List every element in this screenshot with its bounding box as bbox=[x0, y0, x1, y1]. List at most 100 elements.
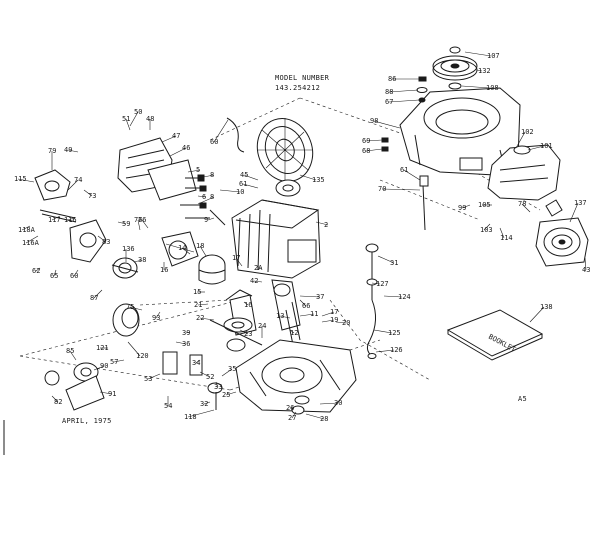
callout-leader-line bbox=[388, 99, 420, 103]
callout-leader-line bbox=[279, 315, 291, 319]
part-number-label: 76 bbox=[134, 216, 142, 224]
part-number-label: 132 bbox=[478, 67, 491, 75]
callout-leader-line bbox=[499, 227, 505, 239]
part-callout: 36 bbox=[175, 340, 190, 348]
part-number-label: 65 bbox=[50, 272, 58, 280]
callout-leader-line bbox=[197, 174, 215, 179]
callout-leader-line bbox=[365, 139, 383, 142]
part-callout: 117 bbox=[48, 215, 61, 224]
part-number-label: 31 bbox=[390, 259, 398, 267]
part-number-label: 78 bbox=[518, 200, 526, 208]
part-number-label: 62 bbox=[32, 267, 40, 275]
part-number-label: 88 bbox=[385, 88, 393, 96]
part-number-label: 61 bbox=[239, 180, 247, 188]
valve-parts bbox=[180, 174, 226, 226]
part-callout: 5 bbox=[187, 166, 200, 174]
part-number-label: 135 bbox=[312, 176, 325, 184]
part-number-label: 107 bbox=[487, 52, 500, 60]
part-number-label: 33 bbox=[214, 383, 222, 391]
part-callout: 13 bbox=[276, 312, 291, 320]
part-callout: 23 bbox=[239, 329, 252, 338]
part-number-label: 25 bbox=[222, 391, 230, 399]
part-callout: 61 bbox=[239, 180, 259, 189]
part-callout: 126 bbox=[375, 346, 403, 354]
part-callout: 42 bbox=[250, 277, 263, 285]
lower-left-parts bbox=[44, 303, 140, 411]
part-number-label: 52 bbox=[206, 373, 214, 381]
part-callout: 51 bbox=[122, 115, 131, 131]
callout-leader-line bbox=[175, 341, 187, 345]
blower-housing bbox=[399, 87, 521, 176]
callout-leader-line bbox=[483, 223, 491, 231]
callout-leader-line bbox=[371, 282, 381, 285]
callout-leader-line bbox=[299, 299, 307, 307]
callout-leader-line bbox=[197, 196, 215, 205]
callout-leader-line bbox=[51, 395, 59, 403]
part-number-label: 118A bbox=[18, 226, 36, 234]
callout-leader-line bbox=[97, 235, 107, 243]
engine-block bbox=[231, 199, 321, 279]
callout-leader-line bbox=[67, 179, 79, 191]
part-callout: 90 bbox=[93, 362, 108, 371]
part-number-label: 14 bbox=[178, 244, 186, 252]
part-number-label: 85 bbox=[66, 347, 74, 355]
callout-leader-line bbox=[129, 306, 143, 311]
flywheel bbox=[256, 118, 314, 197]
callout-leader-line bbox=[243, 174, 259, 181]
callout-leader-line bbox=[584, 257, 587, 271]
part-number-label: 137 bbox=[574, 199, 587, 207]
part-callout: 45 bbox=[240, 171, 259, 181]
callout-leader-line bbox=[377, 255, 395, 264]
part-number-label: 86 bbox=[388, 75, 396, 83]
part-number-label: 69 bbox=[362, 137, 370, 145]
part-number-label: 61 bbox=[400, 166, 408, 174]
part-number-label: 6 bbox=[202, 193, 206, 201]
part-callout: 118 bbox=[184, 409, 215, 421]
part-number-label: 121 bbox=[96, 344, 109, 352]
part-number-label: 103 bbox=[480, 226, 493, 234]
part-callout: 30 bbox=[319, 399, 342, 407]
part-callout: 85 bbox=[66, 347, 77, 361]
callout-leader-line bbox=[93, 289, 103, 299]
callout-leader-line bbox=[155, 311, 161, 319]
part-callout: 68 bbox=[362, 147, 383, 155]
part-number-label: 16 bbox=[160, 266, 168, 274]
part-number-label: 5 bbox=[196, 166, 200, 174]
callout-leader-line bbox=[375, 349, 395, 353]
part-number-label: 125 bbox=[388, 329, 401, 337]
callout-leader-line bbox=[221, 368, 233, 377]
callout-leader-line bbox=[199, 317, 215, 321]
callout-leader-line bbox=[515, 131, 526, 149]
part-callout: 87 bbox=[90, 289, 103, 302]
rewind-starter bbox=[535, 199, 589, 267]
part-number-label: 60 bbox=[70, 272, 78, 280]
part-callout: 115 bbox=[14, 175, 35, 183]
part-number-label: 42 bbox=[250, 277, 258, 285]
part-number-label: 38 bbox=[138, 256, 146, 264]
callout-leader-line bbox=[299, 295, 321, 298]
part-callout: 120 bbox=[127, 341, 149, 360]
part-number-label: 27 bbox=[288, 414, 296, 422]
part-callout: 127 bbox=[371, 280, 389, 288]
part-callout: 60 bbox=[70, 269, 78, 280]
part-number-label: 53 bbox=[144, 375, 152, 383]
part-number-label: 105 bbox=[478, 201, 491, 209]
part-number-label: 11 bbox=[310, 310, 318, 318]
part-number-label: 74 bbox=[74, 176, 82, 184]
callout-leader-line bbox=[137, 219, 141, 231]
part-number-label: 114 bbox=[500, 234, 513, 242]
callout-leader-line bbox=[365, 148, 383, 152]
part-number-label: 20 bbox=[342, 319, 350, 327]
part-number-label: 136 bbox=[122, 245, 135, 253]
callout-leader-line bbox=[125, 118, 131, 131]
part-number-label: 83 bbox=[102, 238, 110, 246]
part-number-label: 101 bbox=[540, 142, 553, 150]
part-callout: 99 bbox=[458, 204, 471, 212]
page-code: A5 bbox=[518, 395, 527, 403]
part-number-label: 34 bbox=[192, 359, 200, 367]
part-number-label: 28 bbox=[320, 415, 328, 423]
part-number-label: 35 bbox=[228, 365, 236, 373]
part-callout: 79 bbox=[48, 147, 56, 170]
part-number-label: 70 bbox=[378, 185, 386, 193]
callout-leader-line bbox=[321, 319, 335, 323]
